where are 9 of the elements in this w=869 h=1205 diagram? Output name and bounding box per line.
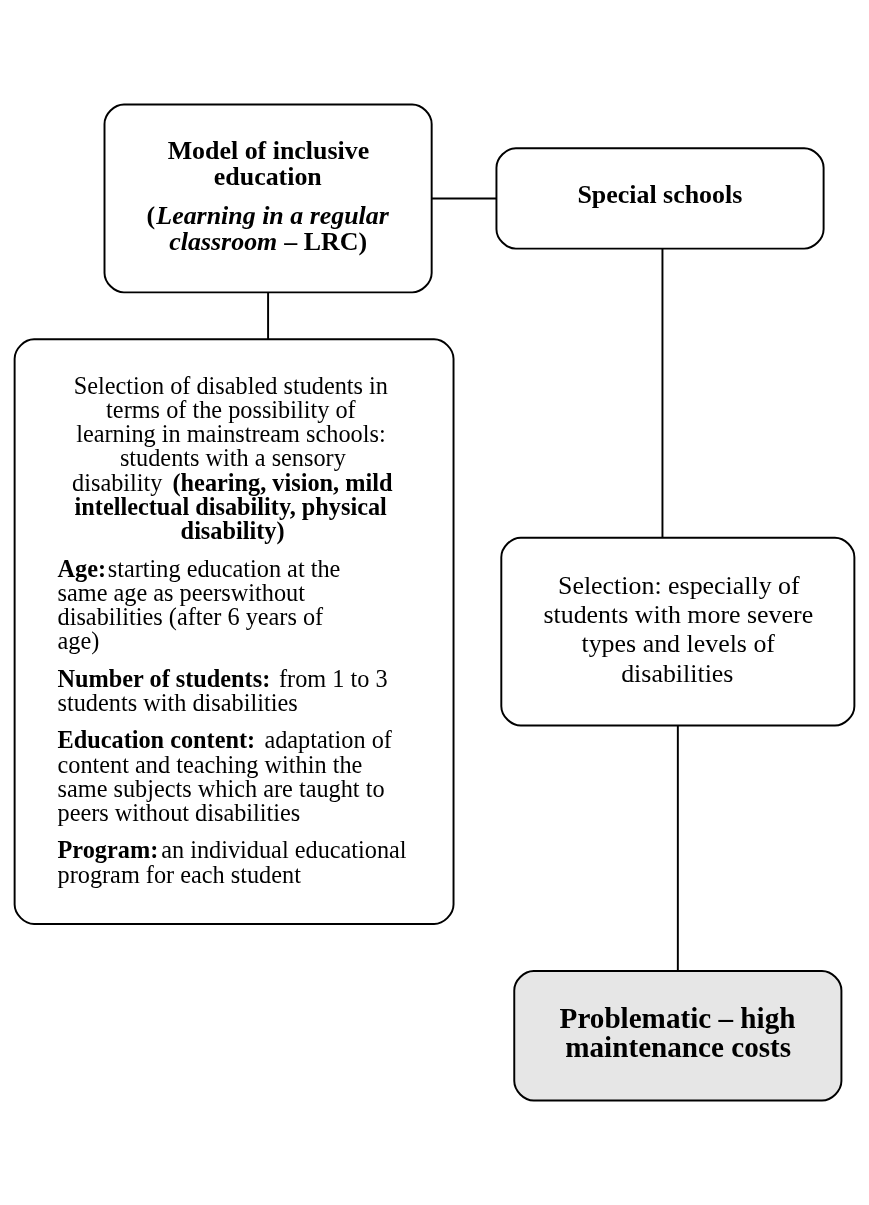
- connector: [676, 724, 679, 972]
- node-box: Selection of disabled students in terms of the possibility of learning in mainstream schools: students with a sensory disability (hearing, vision, mild intellectual disability, physical disability) Age:starting education at the same age as peerswithout disabilities (after 6 years of age) Number of students: from 1 to 3 students with disabilities Education content: adaptation of content and teaching within the same subjects which are taught to peers without disabilities Program:an individual educational program for each student: [13, 338, 455, 925]
- node-box: Selection: especially of students with more severe types and levels of disabilities: [500, 536, 856, 727]
- connector: [661, 248, 664, 539]
- node-box: Special schools: [495, 147, 825, 250]
- connector: [431, 197, 498, 200]
- node-box: Problematic – high maintenance costs: [513, 970, 843, 1102]
- node-box: Model of inclusive education (Learning in a regular classroom – LRC): [103, 103, 433, 294]
- connector: [267, 291, 270, 340]
